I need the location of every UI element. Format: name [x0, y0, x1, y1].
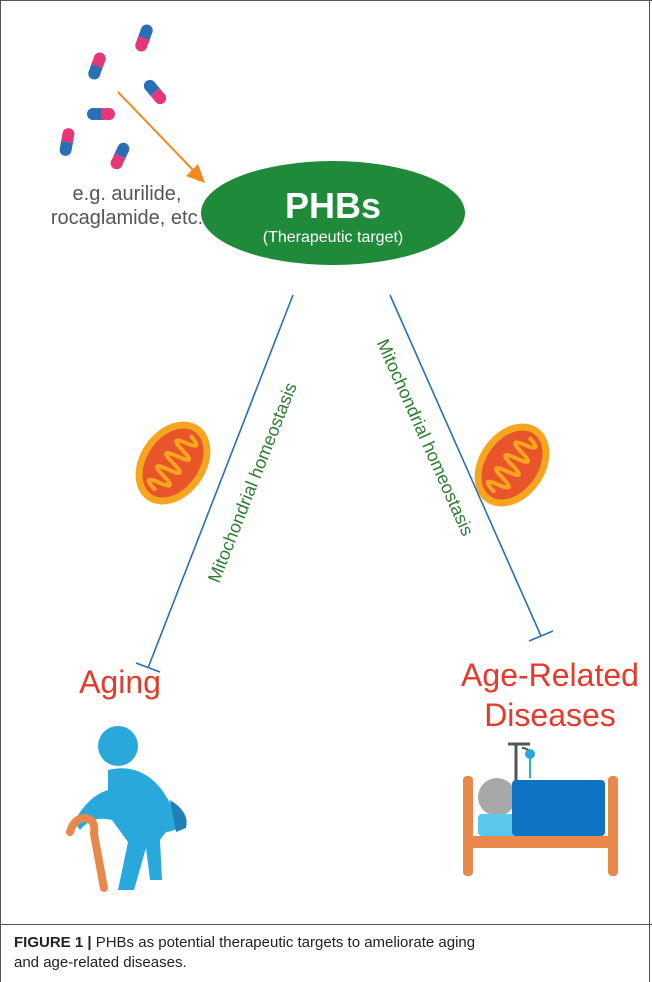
- aging-label: Aging: [79, 664, 161, 700]
- mitochondrion-icon: [474, 423, 550, 507]
- right-inhibition-line: [389, 294, 542, 637]
- phb-title: PHBs: [284, 185, 382, 226]
- caption-text-line2: and age-related diseases.: [14, 954, 187, 971]
- diseases-line2: Diseases: [484, 697, 616, 733]
- drug-examples-label: e.g. aurilide, rocaglamide, etc.: [42, 182, 212, 230]
- frame-top-border: [0, 0, 652, 1]
- capsule-icon: [143, 79, 167, 105]
- capsule-icon: [87, 108, 115, 120]
- arrowhead: [186, 164, 205, 183]
- diseases-line1: Age-Related: [461, 657, 639, 693]
- hospital-bed-icon: [463, 742, 618, 876]
- mitochondrion-icon: [135, 421, 211, 505]
- cane-icon: [66, 813, 108, 892]
- phb-target-node: [201, 161, 465, 265]
- drug-label-line2: rocaglamide, etc.: [50, 207, 204, 229]
- left-inhibition-bar: [135, 662, 161, 673]
- caption-text-line1: PHBs as potential therapeutic targets to…: [95, 934, 476, 951]
- capsule-icon: [110, 142, 130, 170]
- capsule-icon: [59, 128, 75, 156]
- capsule-icon: [88, 52, 106, 80]
- figure-caption: FIGURE 1 | PHBs as potential therapeutic…: [14, 933, 644, 973]
- drug-label-line1: e.g. aurilide,: [72, 183, 182, 205]
- right-inhibition-bar: [528, 630, 554, 642]
- capsule-icon: [135, 24, 153, 52]
- age-related-diseases-label: Age-Related Diseases: [445, 655, 652, 735]
- drug-to-target-arrow: [117, 91, 194, 171]
- caption-divider: [0, 924, 652, 925]
- left-inhibition-line: [147, 294, 294, 669]
- phb-subtitle: (Therapeutic target): [262, 229, 404, 246]
- elderly-person-icon: [66, 726, 187, 892]
- figure-label: FIGURE 1 |: [14, 934, 92, 951]
